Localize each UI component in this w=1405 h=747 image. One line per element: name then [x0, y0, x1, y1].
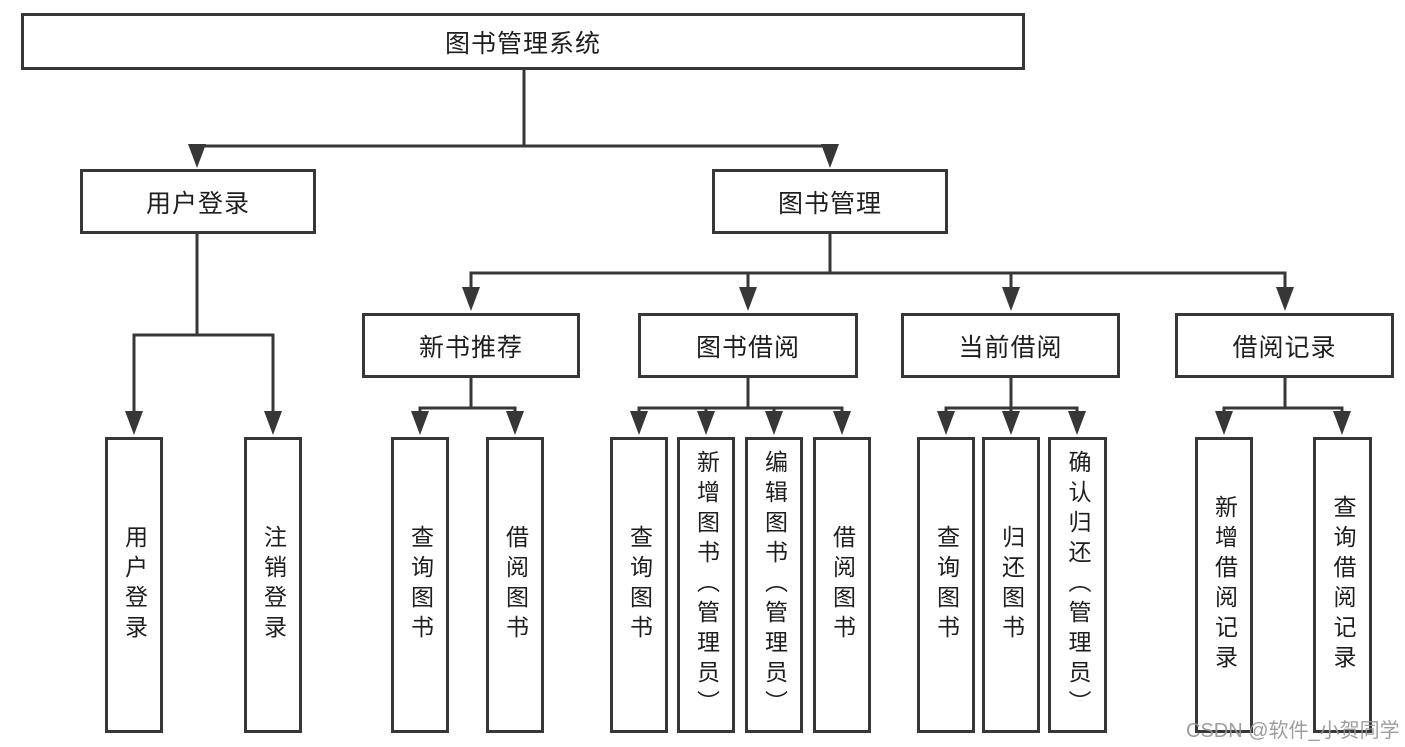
node-label: 借阅图书	[829, 525, 856, 645]
node-user-login-leaf: 用户登录	[105, 437, 163, 733]
node-book-borrow: 图书借阅	[638, 313, 858, 378]
node-query-books-borrow: 查询图书	[610, 437, 668, 733]
node-borrow-books-leaf: 借阅图书	[813, 437, 871, 733]
node-query-books-recommend: 查询图书	[391, 437, 449, 733]
node-logout: 注销登录	[244, 437, 302, 733]
node-current-borrow: 当前借阅	[901, 313, 1120, 378]
node-label: 当前借阅	[958, 333, 1063, 362]
node-label: 用户登录	[145, 189, 250, 218]
watermark: CSDN @软件_小贺同学	[1186, 720, 1400, 742]
node-add-books-admin: 新增图书（管理员）	[677, 437, 735, 733]
node-label: 编辑图书（管理员）	[761, 450, 788, 720]
node-new-book-recommend: 新书推荐	[362, 313, 580, 378]
node-root: 图书管理系统	[21, 13, 1025, 70]
node-user-login: 用户登录	[80, 169, 316, 234]
node-label: 借阅图书	[502, 525, 529, 645]
node-label: 图书管理系统	[444, 29, 601, 58]
arrowheads	[125, 144, 1351, 435]
node-label: 图书借阅	[695, 333, 800, 362]
node-label: 查询图书	[626, 525, 653, 645]
node-label: 新书推荐	[418, 333, 523, 362]
node-query-books-current: 查询图书	[917, 437, 975, 733]
node-label: 确认归还（管理员）	[1065, 450, 1091, 720]
node-label: 查询图书	[407, 525, 434, 645]
node-edit-books-admin: 编辑图书（管理员）	[745, 437, 803, 733]
node-label: 查询图书	[933, 525, 960, 645]
node-borrow-records: 借阅记录	[1175, 313, 1394, 378]
node-confirm-return-admin: 确认归还（管理员）	[1048, 437, 1107, 733]
node-label: 新增图书（管理员）	[693, 450, 720, 720]
node-label: 新增借阅记录	[1211, 495, 1238, 675]
node-borrow-books-recommend: 借阅图书	[486, 437, 544, 733]
node-book-management: 图书管理	[712, 169, 948, 234]
node-label: 用户登录	[121, 525, 148, 645]
node-label: 图书管理	[777, 189, 882, 218]
node-label: 查询借阅记录	[1330, 495, 1356, 675]
node-add-borrow-record: 新增借阅记录	[1195, 437, 1253, 733]
node-label: 注销登录	[260, 525, 287, 645]
node-query-borrow-record: 查询借阅记录	[1313, 437, 1372, 733]
node-label: 归还图书	[998, 525, 1025, 645]
node-return-books: 归还图书	[982, 437, 1040, 733]
node-label: 借阅记录	[1232, 333, 1337, 362]
